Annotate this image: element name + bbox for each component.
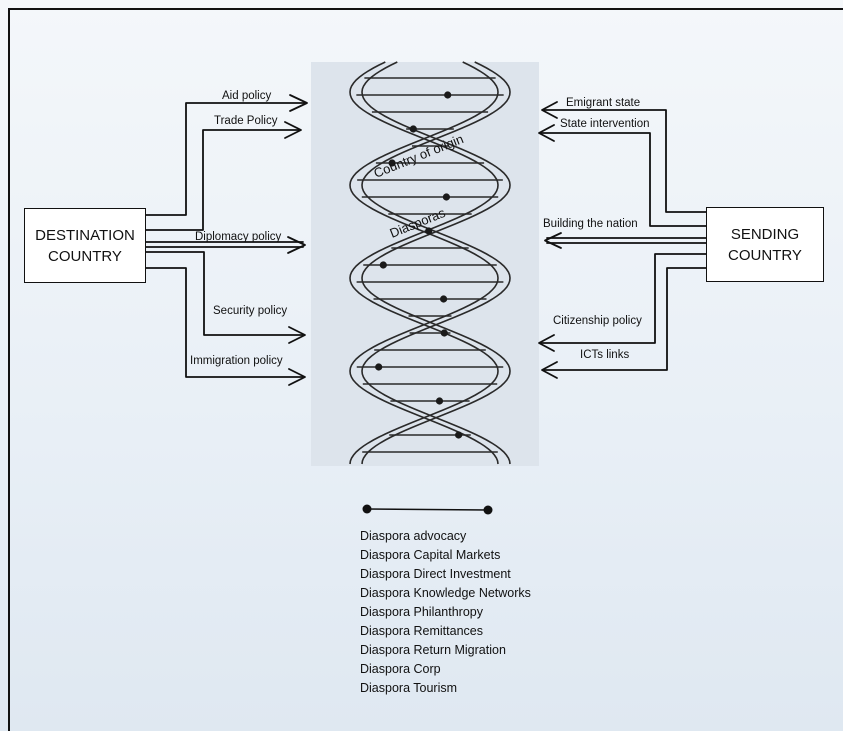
label-emigrant-state: Emigrant state	[566, 97, 640, 109]
connector-state-intervention	[539, 132, 707, 227]
label-building-the-nation: Building the nation	[543, 218, 638, 230]
helix-strand-a	[349, 61, 499, 465]
label-trade-policy: Trade Policy	[214, 115, 278, 127]
diaspora-activity-item: Diaspora Corp	[360, 662, 441, 676]
diaspora-activity-item: Diaspora Direct Investment	[360, 567, 511, 581]
figure-frame	[8, 8, 843, 731]
helix-node-dot	[455, 431, 463, 439]
destination-connectors	[145, 94, 308, 386]
connector-aid-policy	[145, 102, 307, 216]
connector-citizenship-policy	[539, 253, 707, 344]
arrowhead-state-intervention	[538, 124, 555, 142]
helix-node-dot	[442, 193, 450, 201]
helix-node-dot	[388, 159, 396, 167]
helix-strand-a	[361, 61, 511, 465]
helix-label-country-of-origin: Country of origin	[372, 131, 466, 181]
label-icts-links: ICTs links	[580, 349, 629, 361]
helix-node-dot	[440, 295, 448, 303]
arrowhead-citizenship-policy	[538, 334, 555, 352]
helix-node-dot	[375, 363, 383, 371]
label-immigration-policy: Immigration policy	[190, 355, 283, 367]
helix-label-diasporas: Diasporas	[388, 205, 448, 241]
connector-emigrant-state	[542, 109, 707, 213]
helix-node-dot	[440, 329, 448, 337]
diaspora-activity-item: Diaspora Philanthropy	[360, 605, 483, 619]
arrowhead-diplomacy-policy	[287, 236, 306, 254]
arrowhead-trade-policy	[284, 121, 302, 139]
diaspora-activity-item: Diaspora advocacy	[360, 529, 467, 543]
arrowhead-emigrant-state	[541, 101, 558, 119]
helix-strand-b	[349, 61, 499, 465]
dna-helix	[349, 61, 511, 465]
legend-link-dot-right	[483, 505, 493, 515]
connector-icts-links	[542, 267, 707, 371]
helix-node-dot	[444, 91, 452, 99]
arrowhead-icts-links	[541, 361, 558, 379]
helix-node-dot	[435, 397, 444, 405]
legend-link-line	[366, 508, 489, 511]
diaspora-activity-item: Diaspora Capital Markets	[360, 548, 501, 562]
diaspora-activity-item: Diaspora Remittances	[360, 624, 483, 638]
arrowhead-aid-policy	[289, 94, 308, 112]
diaspora-activity-item: Diaspora Return Migration	[360, 643, 506, 657]
legend-link-dot-left	[362, 504, 372, 514]
label-citizenship-policy: Citizenship policy	[553, 315, 642, 327]
helix-node-dot	[379, 261, 387, 269]
label-aid-policy: Aid policy	[222, 90, 271, 102]
helix-node-dot	[425, 227, 433, 235]
sending-connectors	[538, 101, 707, 379]
arrowhead-immigration-policy	[288, 368, 306, 386]
connector-immigration-policy	[145, 267, 305, 378]
connector-security-policy	[145, 251, 305, 336]
diaspora-activity-item: Diaspora Knowledge Networks	[360, 586, 531, 600]
label-state-intervention: State intervention	[560, 118, 650, 130]
arrowhead-building-the-nation	[544, 232, 562, 249]
diaspora-activity-item: Diaspora Tourism	[360, 681, 458, 695]
helix-node-dot	[409, 125, 417, 133]
label-diplomacy-policy: Diplomacy policy	[195, 231, 282, 243]
arrowhead-security-policy	[288, 326, 306, 344]
sending-country-box: SENDING COUNTRY	[706, 207, 824, 282]
connector-trade-policy	[145, 129, 301, 231]
destination-country-box: DESTINATION COUNTRY	[24, 208, 146, 283]
label-security-policy: Security policy	[213, 305, 287, 317]
